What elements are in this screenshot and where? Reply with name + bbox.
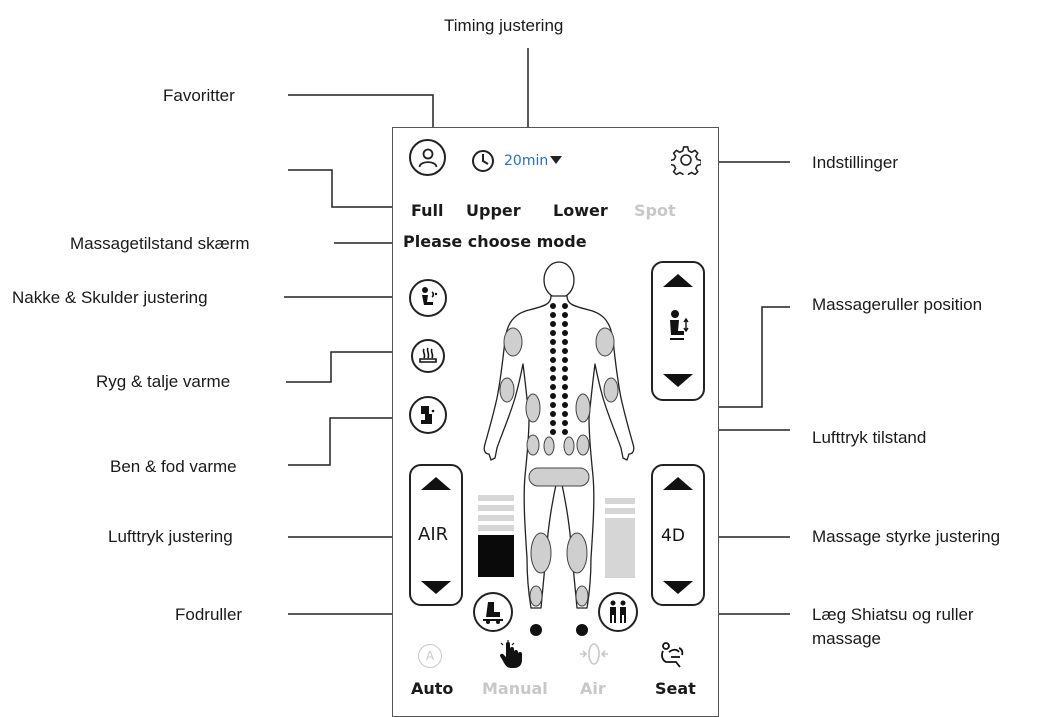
callout-foot-roller: Fodruller [175, 605, 242, 625]
shoulder-zone-right [596, 328, 614, 356]
callout-strength-adjust: Massage styrke justering [812, 527, 1000, 547]
gear-icon[interactable] [671, 145, 701, 175]
callout-neck-shoulder: Nakke & Skulder justering [12, 288, 208, 308]
favorites-button[interactable] [409, 139, 446, 176]
neck-shoulder-icon [416, 286, 440, 310]
strength-down-icon[interactable] [663, 580, 693, 596]
callout-calf-shiatsu-1: Læg Shiatsu og ruller [812, 605, 974, 625]
mode-air[interactable]: Air [580, 679, 606, 698]
air-up-icon[interactable] [421, 476, 451, 492]
callout-roller-position: Massageruller position [812, 295, 982, 315]
air-label: AIR [418, 524, 448, 545]
mode-auto[interactable]: Auto [411, 679, 453, 698]
foot-roller-icon [480, 599, 506, 625]
timer-value[interactable]: 20min [504, 153, 548, 169]
strength-up-icon[interactable] [663, 476, 693, 492]
air-icon[interactable] [579, 641, 609, 667]
timer-dropdown-icon[interactable] [550, 156, 562, 165]
calf-shiatsu-button[interactable] [598, 592, 638, 632]
mode-seat[interactable]: Seat [655, 679, 696, 698]
tab-lower[interactable]: Lower [553, 201, 608, 220]
leg-heat-icon [416, 403, 440, 427]
callout-leg-heat: Ben & fod varme [110, 457, 237, 477]
callout-back-heat: Ryg & talje varme [96, 372, 230, 392]
callout-timing: Timing justering [444, 16, 563, 36]
tab-full[interactable]: Full [411, 201, 444, 220]
roller-body-icon [665, 309, 691, 343]
air-down-icon[interactable] [421, 580, 451, 596]
tab-upper[interactable]: Upper [466, 201, 521, 220]
callout-favorites: Favoritter [163, 86, 235, 106]
callout-settings: Indstillinger [812, 153, 898, 173]
mode-manual[interactable]: Manual [482, 679, 548, 698]
strength-label: 4D [661, 526, 685, 546]
leg-heat-button[interactable] [409, 396, 447, 434]
callout-mode-screen: Massagetilstand skærm [70, 234, 250, 254]
hand-icon[interactable] [498, 640, 524, 670]
status-text: Please choose mode [403, 232, 587, 251]
foot-roller-button[interactable] [473, 592, 513, 632]
user-icon [417, 147, 439, 169]
remote-screen: 20min Full Upper Lower Spot Please choos… [392, 127, 719, 717]
callout-calf-shiatsu-2: massage [812, 629, 881, 649]
tab-spot[interactable]: Spot [634, 201, 676, 220]
seat-icon[interactable] [657, 640, 689, 670]
auto-a-letter: A [426, 649, 434, 663]
heat-icon [417, 345, 439, 367]
neck-shoulder-button[interactable] [409, 279, 447, 317]
shoulder-zone-left [504, 328, 522, 356]
roller-down-icon[interactable] [663, 373, 693, 389]
clock-icon [471, 149, 495, 173]
callout-airpressure-state: Lufttryk tilstand [812, 428, 926, 448]
back-heat-button[interactable] [411, 339, 445, 373]
auto-a-icon[interactable]: A [418, 644, 442, 668]
body-figure [471, 258, 647, 643]
calf-icon [605, 599, 631, 625]
callout-airpressure-adjust: Lufttryk justering [108, 527, 233, 547]
roller-up-icon[interactable] [663, 273, 693, 289]
